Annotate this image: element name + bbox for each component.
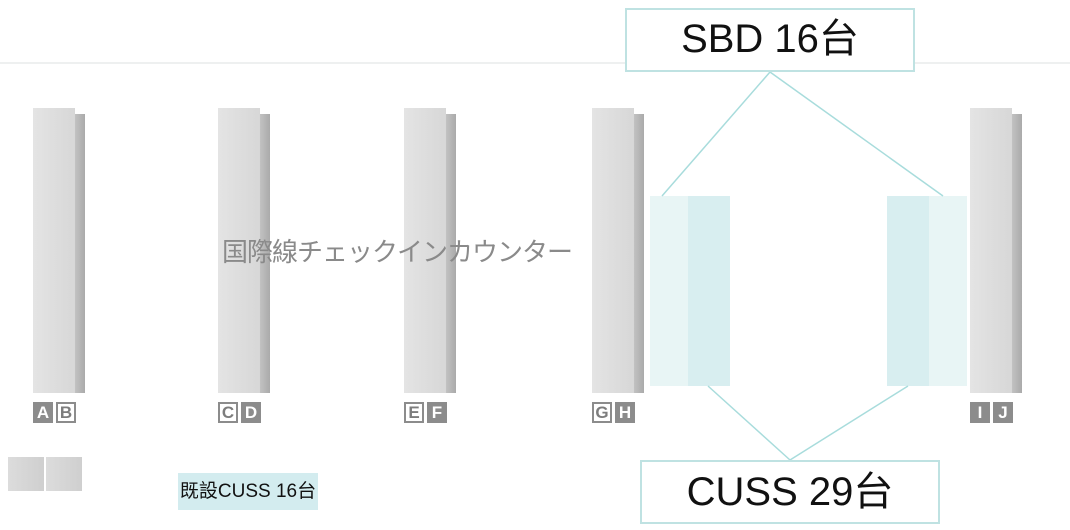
existing-cuss-legend: 既設CUSS 16台 <box>178 473 318 510</box>
island-letter: I <box>970 402 990 423</box>
counter-island-cd <box>218 108 270 393</box>
cuss-count-box: CUSS 29台 <box>640 460 940 524</box>
sbd-connector-right <box>769 71 944 197</box>
kiosk-area-left-inner <box>688 196 730 386</box>
counter-island-ij <box>970 108 1022 393</box>
kiosk-area-right-inner <box>887 196 929 386</box>
kiosk-area-right-outer <box>929 196 967 386</box>
counter-island-ab <box>33 108 85 393</box>
island-letter: C <box>218 402 238 423</box>
island-letter: E <box>404 402 424 423</box>
existing-kiosk <box>8 457 44 491</box>
sbd-connector-left <box>661 71 771 197</box>
counter-area-label: 国際線チェックインカウンター <box>222 237 573 267</box>
counter-island-gh <box>592 108 644 393</box>
island-letter: H <box>615 402 635 423</box>
sbd-count-box: SBD 16台 <box>625 8 915 72</box>
existing-kiosk <box>46 457 82 491</box>
island-letter: D <box>241 402 261 423</box>
island-letter: B <box>56 402 76 423</box>
island-letter: G <box>592 402 612 423</box>
cuss-connector-right <box>789 385 909 461</box>
island-letter: J <box>993 402 1013 423</box>
cuss-connector-left <box>707 385 791 461</box>
kiosk-area-left-outer <box>650 196 688 386</box>
counter-island-ef <box>404 108 456 393</box>
floor-line <box>0 62 1070 64</box>
island-letter: A <box>33 402 53 423</box>
island-letter: F <box>427 402 447 423</box>
